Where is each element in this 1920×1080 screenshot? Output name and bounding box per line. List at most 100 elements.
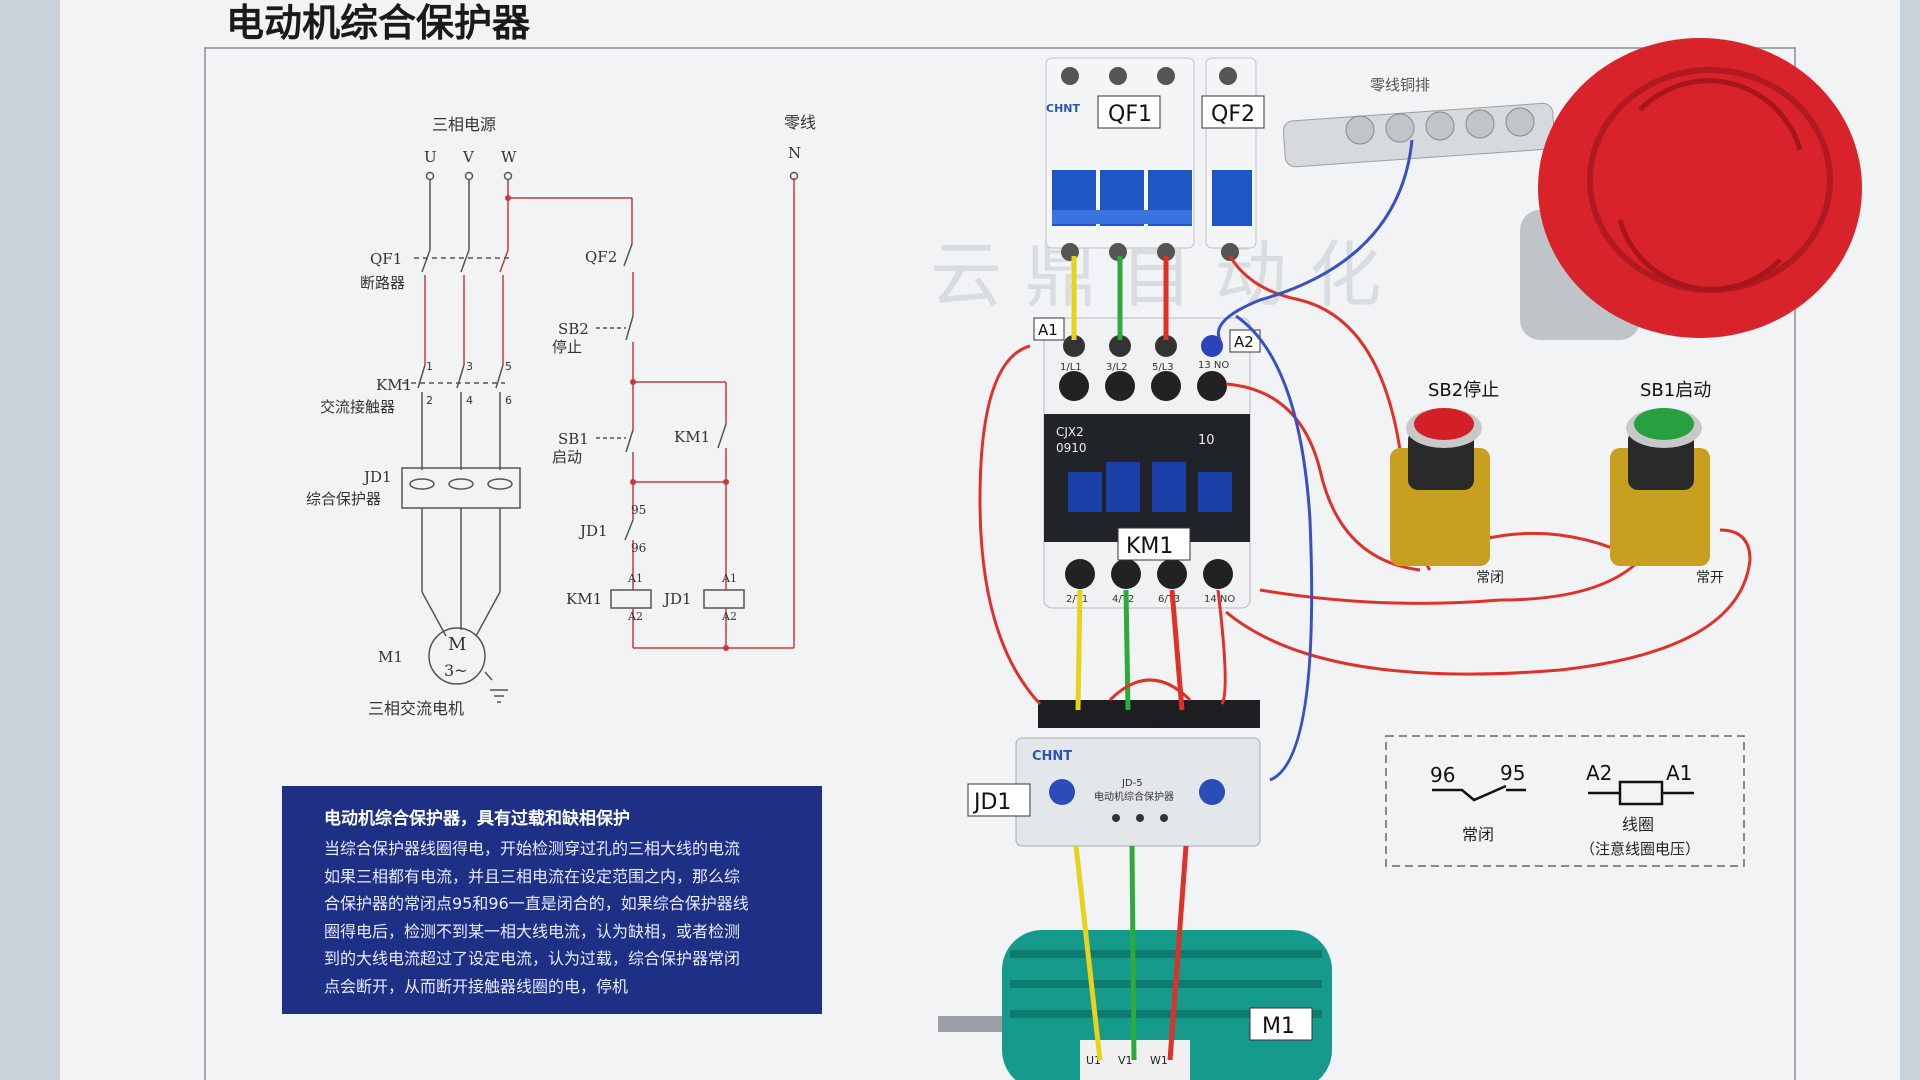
km1-aux-rating: 10: [1198, 433, 1215, 448]
legend-a2: A2: [1586, 761, 1612, 785]
coil-jd1-label: JD1: [662, 590, 692, 608]
jd1-protector: [1015, 700, 1261, 847]
neutral-busbar: [1282, 102, 1556, 168]
info-line: 合保护器的常闭点95和96一直是闭合的，如果综合保护器线: [324, 894, 749, 913]
a1-tag-box: [1033, 317, 1065, 341]
info-line: 圈得电后，检测不到某一相大线电流，认为缺相，或者检测: [324, 921, 741, 941]
km1-bottom-term-2: 4/T2: [1112, 594, 1134, 605]
info-line: 当综合保护器线圈得电，开始检测穿过孔的三相大线的电流: [324, 839, 741, 858]
term-96-label: 96: [631, 541, 646, 555]
info-line: 点会断开，从而断开接触器线圈的电，停机: [324, 976, 629, 996]
wires: [978, 139, 1752, 1061]
jd1-brand: CHNT: [1032, 749, 1072, 764]
jd1-term-a1: A1: [1218, 720, 1231, 731]
km1-tag-box: [1117, 527, 1191, 561]
motor-m1: [938, 930, 1332, 1080]
legend-coil-caption: 线圈: [1622, 815, 1654, 834]
km1-tag: KM1: [1126, 534, 1173, 559]
motor-term-w1: W1: [1150, 1054, 1168, 1067]
sb2-stop-button: [1390, 408, 1490, 566]
info-line: 到的大线电流超过了设定电流，认为过载，综合保护器常闭: [324, 949, 741, 968]
neutral-n-label: N: [788, 144, 801, 162]
qf1-tag-box: [1097, 95, 1161, 129]
sb2-code-label: SB2: [558, 320, 589, 338]
a1-tag: A1: [1038, 321, 1058, 339]
jd1-term-95: 95: [1100, 720, 1113, 731]
km-term-1: 1: [426, 360, 433, 373]
jd1-tag: JD1: [972, 790, 1011, 815]
coil-jd1-a2: A2: [721, 610, 737, 623]
jd1-code-label: JD1: [362, 468, 392, 486]
legend-95: 95: [1500, 761, 1525, 785]
legend-a1: A1: [1666, 761, 1692, 785]
phase-u-label: U: [424, 148, 437, 166]
schematic: [401, 171, 799, 703]
km-term-4: 4: [466, 394, 473, 407]
qf2-code-label: QF2: [585, 248, 617, 266]
qf2-breaker: [1205, 57, 1257, 261]
phase-w-label: W: [501, 148, 517, 166]
km-term-6: 6: [505, 394, 512, 407]
a2-tag: A2: [1234, 333, 1254, 351]
km1-name-label: 交流接触器: [320, 398, 395, 416]
m1-tag-box: [1249, 1007, 1313, 1041]
jd1-contact-label: JD1: [578, 522, 608, 540]
info-heading: 电动机综合保护器，具有过载和缺相保护: [324, 809, 630, 829]
jd1-term-96: 96: [1040, 720, 1053, 731]
qf2-tag-box: [1201, 95, 1265, 129]
sb1-contact-type: 常开: [1696, 570, 1724, 586]
km1-top-term-4: 13 NO: [1198, 360, 1229, 371]
coil-km1-label: KM1: [566, 590, 602, 608]
qf1-name-label: 断路器: [360, 274, 405, 292]
km1-top-term-1: 1/L1: [1060, 362, 1082, 373]
km1-aux-label: KM1: [674, 428, 710, 446]
motor-name-label: 三相交流电机: [368, 699, 464, 718]
poster-title: 电动机综合保护器: [226, 1, 531, 45]
km1-contactor: [1043, 317, 1251, 609]
sb1-title: SB1启动: [1640, 380, 1711, 401]
qf1-breaker: CHNT: [1045, 57, 1195, 261]
km1-top-term-3: 5/L3: [1152, 362, 1174, 373]
sb2-name-label: 停止: [552, 338, 582, 356]
km1-model-1: CJX2: [1056, 425, 1084, 439]
coil-km1-a1: A1: [627, 572, 643, 585]
m1-code-label: M1: [378, 648, 403, 666]
main-circuit: [401, 178, 521, 703]
jd1-model: JD-5: [1121, 778, 1143, 789]
jd1-desc: 电动机综合保护器: [1094, 790, 1174, 803]
jd1-tag-box: [967, 783, 1031, 817]
sb1-code-label: SB1: [558, 430, 589, 448]
legend-96: 96: [1430, 763, 1455, 787]
schematic-labels: 三相电源 U V W 零线 N QF1 断路器 QF2 SB2 停止 SB1 启…: [306, 113, 816, 718]
control-circuit: [508, 178, 795, 649]
poster-frame: [204, 47, 1796, 1080]
info-line: 如果三相都有电流，并且三相电流在设定范围之内，那么综: [324, 866, 741, 886]
km-term-2: 2: [426, 394, 433, 407]
motor-symbol-phase: 3~: [444, 661, 468, 680]
legend-box: [1385, 735, 1745, 867]
coil-km1-a2: A2: [627, 610, 643, 623]
km1-model-2: 0910: [1056, 441, 1087, 455]
km1-code-label: KM1: [376, 376, 412, 394]
term-95-label: 95: [631, 503, 646, 517]
emergency-stop-button: [1520, 38, 1862, 340]
power-label: 三相电源: [432, 115, 496, 134]
km1-bottom-term-1: 2/T1: [1066, 594, 1088, 605]
phase-v-label: V: [462, 148, 475, 166]
km1-bottom-term-3: 6/T3: [1158, 594, 1180, 605]
jd1-term-a2: A2: [1158, 720, 1171, 731]
qf1-code-label: QF1: [370, 250, 402, 268]
legend-coil-note: （注意线圈电压）: [1580, 840, 1700, 858]
coil-jd1-a1: A1: [721, 572, 737, 585]
sb1-name-label: 启动: [552, 448, 582, 466]
qf1-tag: QF1: [1108, 102, 1152, 127]
qf2-tag: QF2: [1211, 102, 1255, 127]
info-panel: 电动机综合保护器，具有过载和缺相保护 当综合保护器线圈得电，开始检测穿过孔的三相…: [282, 786, 822, 1014]
jd1-name-label: 综合保护器: [306, 490, 381, 508]
km1-top-term-2: 3/L2: [1106, 362, 1128, 373]
sb1-start-button: [1610, 408, 1710, 566]
km-term-3: 3: [466, 360, 473, 373]
m1-tag: M1: [1262, 1014, 1295, 1039]
qf1-brand: CHNT: [1046, 102, 1080, 115]
